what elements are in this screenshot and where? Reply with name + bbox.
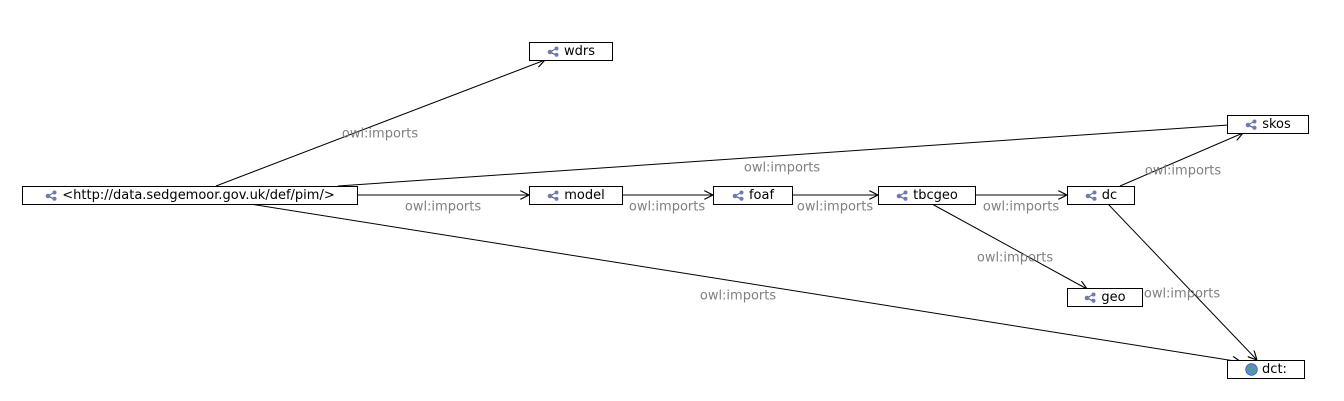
- node-tbcgeo[interactable]: tbcgeo: [878, 186, 976, 205]
- edge-label-dc-to-dct: owl:imports: [1143, 286, 1221, 302]
- edge-label-pim-to-skos: owl:imports: [743, 160, 821, 176]
- node-dct[interactable]: dct:: [1227, 360, 1305, 379]
- edge-pim-to-skos: [337, 124, 1243, 187]
- node-label: skos: [1262, 117, 1291, 132]
- edge-label-tbcgeo-to-geo: owl:imports: [976, 250, 1054, 266]
- ontology-icon: [1085, 190, 1098, 201]
- ontology-icon: [547, 190, 560, 201]
- node-label: model: [564, 188, 605, 203]
- globe-icon: [1245, 363, 1258, 376]
- ontology-icon: [1084, 292, 1097, 303]
- node-geo[interactable]: geo: [1067, 288, 1143, 307]
- ontology-icon: [896, 190, 909, 201]
- edge-dc-to-skos: [1119, 133, 1243, 187]
- ontology-icon: [1245, 119, 1258, 130]
- edge-label-tbcgeo-to-dc: owl:imports: [982, 199, 1060, 215]
- node-label: dct:: [1262, 362, 1287, 377]
- edge-label-foaf-to-tbcgeo: owl:imports: [796, 199, 874, 215]
- edge-label-model-to-foaf: owl:imports: [628, 199, 706, 215]
- node-label: geo: [1101, 290, 1126, 305]
- edge-dc-to-dct: [1107, 203, 1257, 360]
- ontology-icon: [732, 190, 745, 201]
- node-pim[interactable]: <http://data.sedgemoor.gov.uk/def/pim/>: [22, 186, 358, 205]
- node-label: tbcgeo: [913, 188, 958, 203]
- node-skos[interactable]: skos: [1227, 115, 1309, 134]
- node-foaf[interactable]: foaf: [713, 186, 793, 205]
- edge-label-dc-to-skos: owl:imports: [1144, 163, 1222, 179]
- node-label: <http://data.sedgemoor.gov.uk/def/pim/>: [62, 188, 335, 203]
- node-label: foaf: [748, 188, 775, 203]
- edge-tbcgeo-to-geo: [931, 203, 1087, 289]
- ontology-icon: [547, 46, 560, 57]
- edge-pim-to-wdrs: [215, 60, 545, 187]
- node-wdrs[interactable]: wdrs: [529, 42, 613, 61]
- edge-label-pim-to-dct: owl:imports: [699, 288, 777, 304]
- node-dc[interactable]: dc: [1067, 186, 1135, 205]
- edge-label-pim-to-wdrs: owl:imports: [341, 126, 419, 142]
- node-model[interactable]: model: [529, 186, 623, 205]
- edge-pim-to-dct: [249, 203, 1241, 362]
- node-label: wdrs: [563, 44, 595, 59]
- edge-label-pim-to-model: owl:imports: [404, 199, 482, 215]
- ontology-icon: [45, 190, 58, 201]
- node-label: dc: [1101, 188, 1118, 203]
